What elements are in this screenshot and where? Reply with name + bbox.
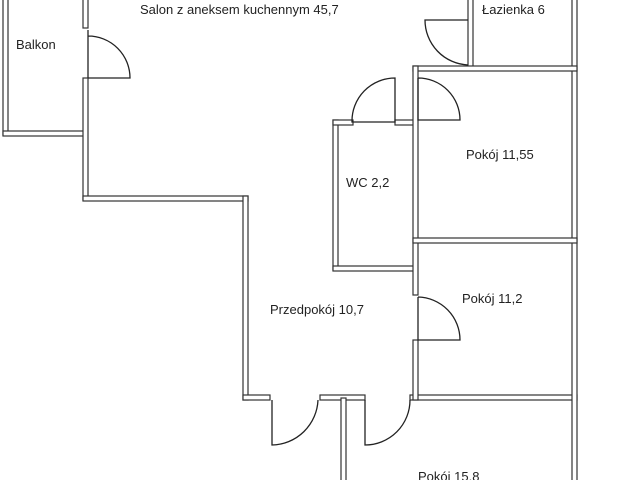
room-label-pokoj-3: Pokój 15,8 [418, 469, 480, 480]
room-label-lazienka: Łazienka 6 [480, 2, 547, 17]
room-label-wc: WC 2,2 [346, 175, 390, 190]
room-label-balkon: Balkon [16, 37, 56, 52]
room-label-przedpokoj: Przedpokój 10,7 [270, 302, 364, 317]
room-label-pokoj-2: Pokój 11,2 [462, 291, 523, 306]
walls [2, 0, 578, 480]
doors [87, 19, 469, 446]
room-label-salon: Salon z aneksem kuchennym 45,7 [138, 2, 341, 17]
room-label-pokoj-1: Pokój 11,55 [466, 147, 534, 162]
